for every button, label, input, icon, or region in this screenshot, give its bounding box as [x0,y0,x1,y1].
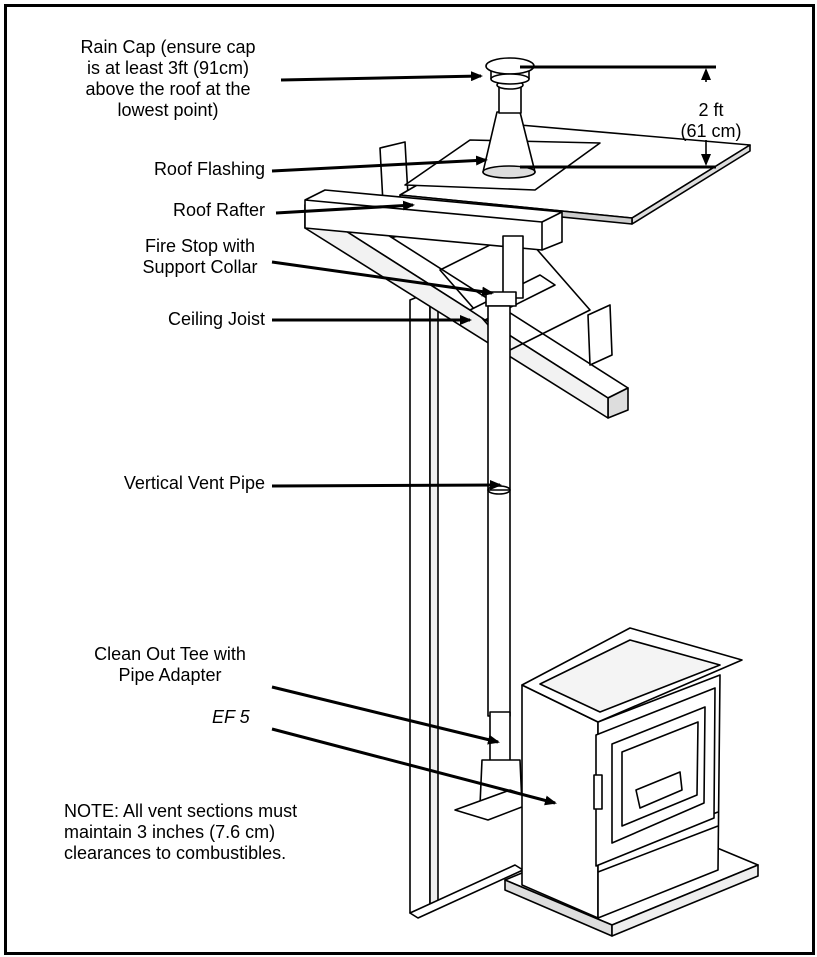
dimension-lines [520,65,716,169]
arrow-rain-cap [280,71,483,82]
vent-pipe [485,235,524,717]
front-rafter [304,189,563,251]
label-roof-rafter: Roof Rafter [172,200,265,220]
leader-arrows [271,71,557,806]
label-stove-model: EF 5 [212,707,250,727]
label-dimension: 2 ft (61 cm) [680,100,742,141]
arrow-vent-pipe [271,480,502,491]
arrow-roof-flashing [271,155,488,173]
label-vertical-vent-pipe: Vertical Vent Pipe [123,473,265,493]
label-fire-stop: Fire Stop with Support Collar [142,236,258,277]
label-ceiling-joist: Ceiling Joist [167,309,265,329]
clean-out-tee [454,711,541,821]
label-clean-out-tee: Clean Out Tee with Pipe Adapter [94,644,246,685]
label-rain-cap: Rain Cap (ensure cap is at least 3ft (91… [80,37,256,120]
note-clearances: NOTE: All vent sections must maintain 3 … [64,801,298,863]
arrow-clean-out-tee [271,685,500,745]
arrow-ef5 [271,727,557,806]
pellet-stove [504,627,759,937]
rain-cap-assembly [482,57,536,179]
arrow-fire-stop [271,260,494,297]
arrow-roof-rafter [275,200,415,215]
label-roof-flashing: Roof Flashing [153,159,265,179]
